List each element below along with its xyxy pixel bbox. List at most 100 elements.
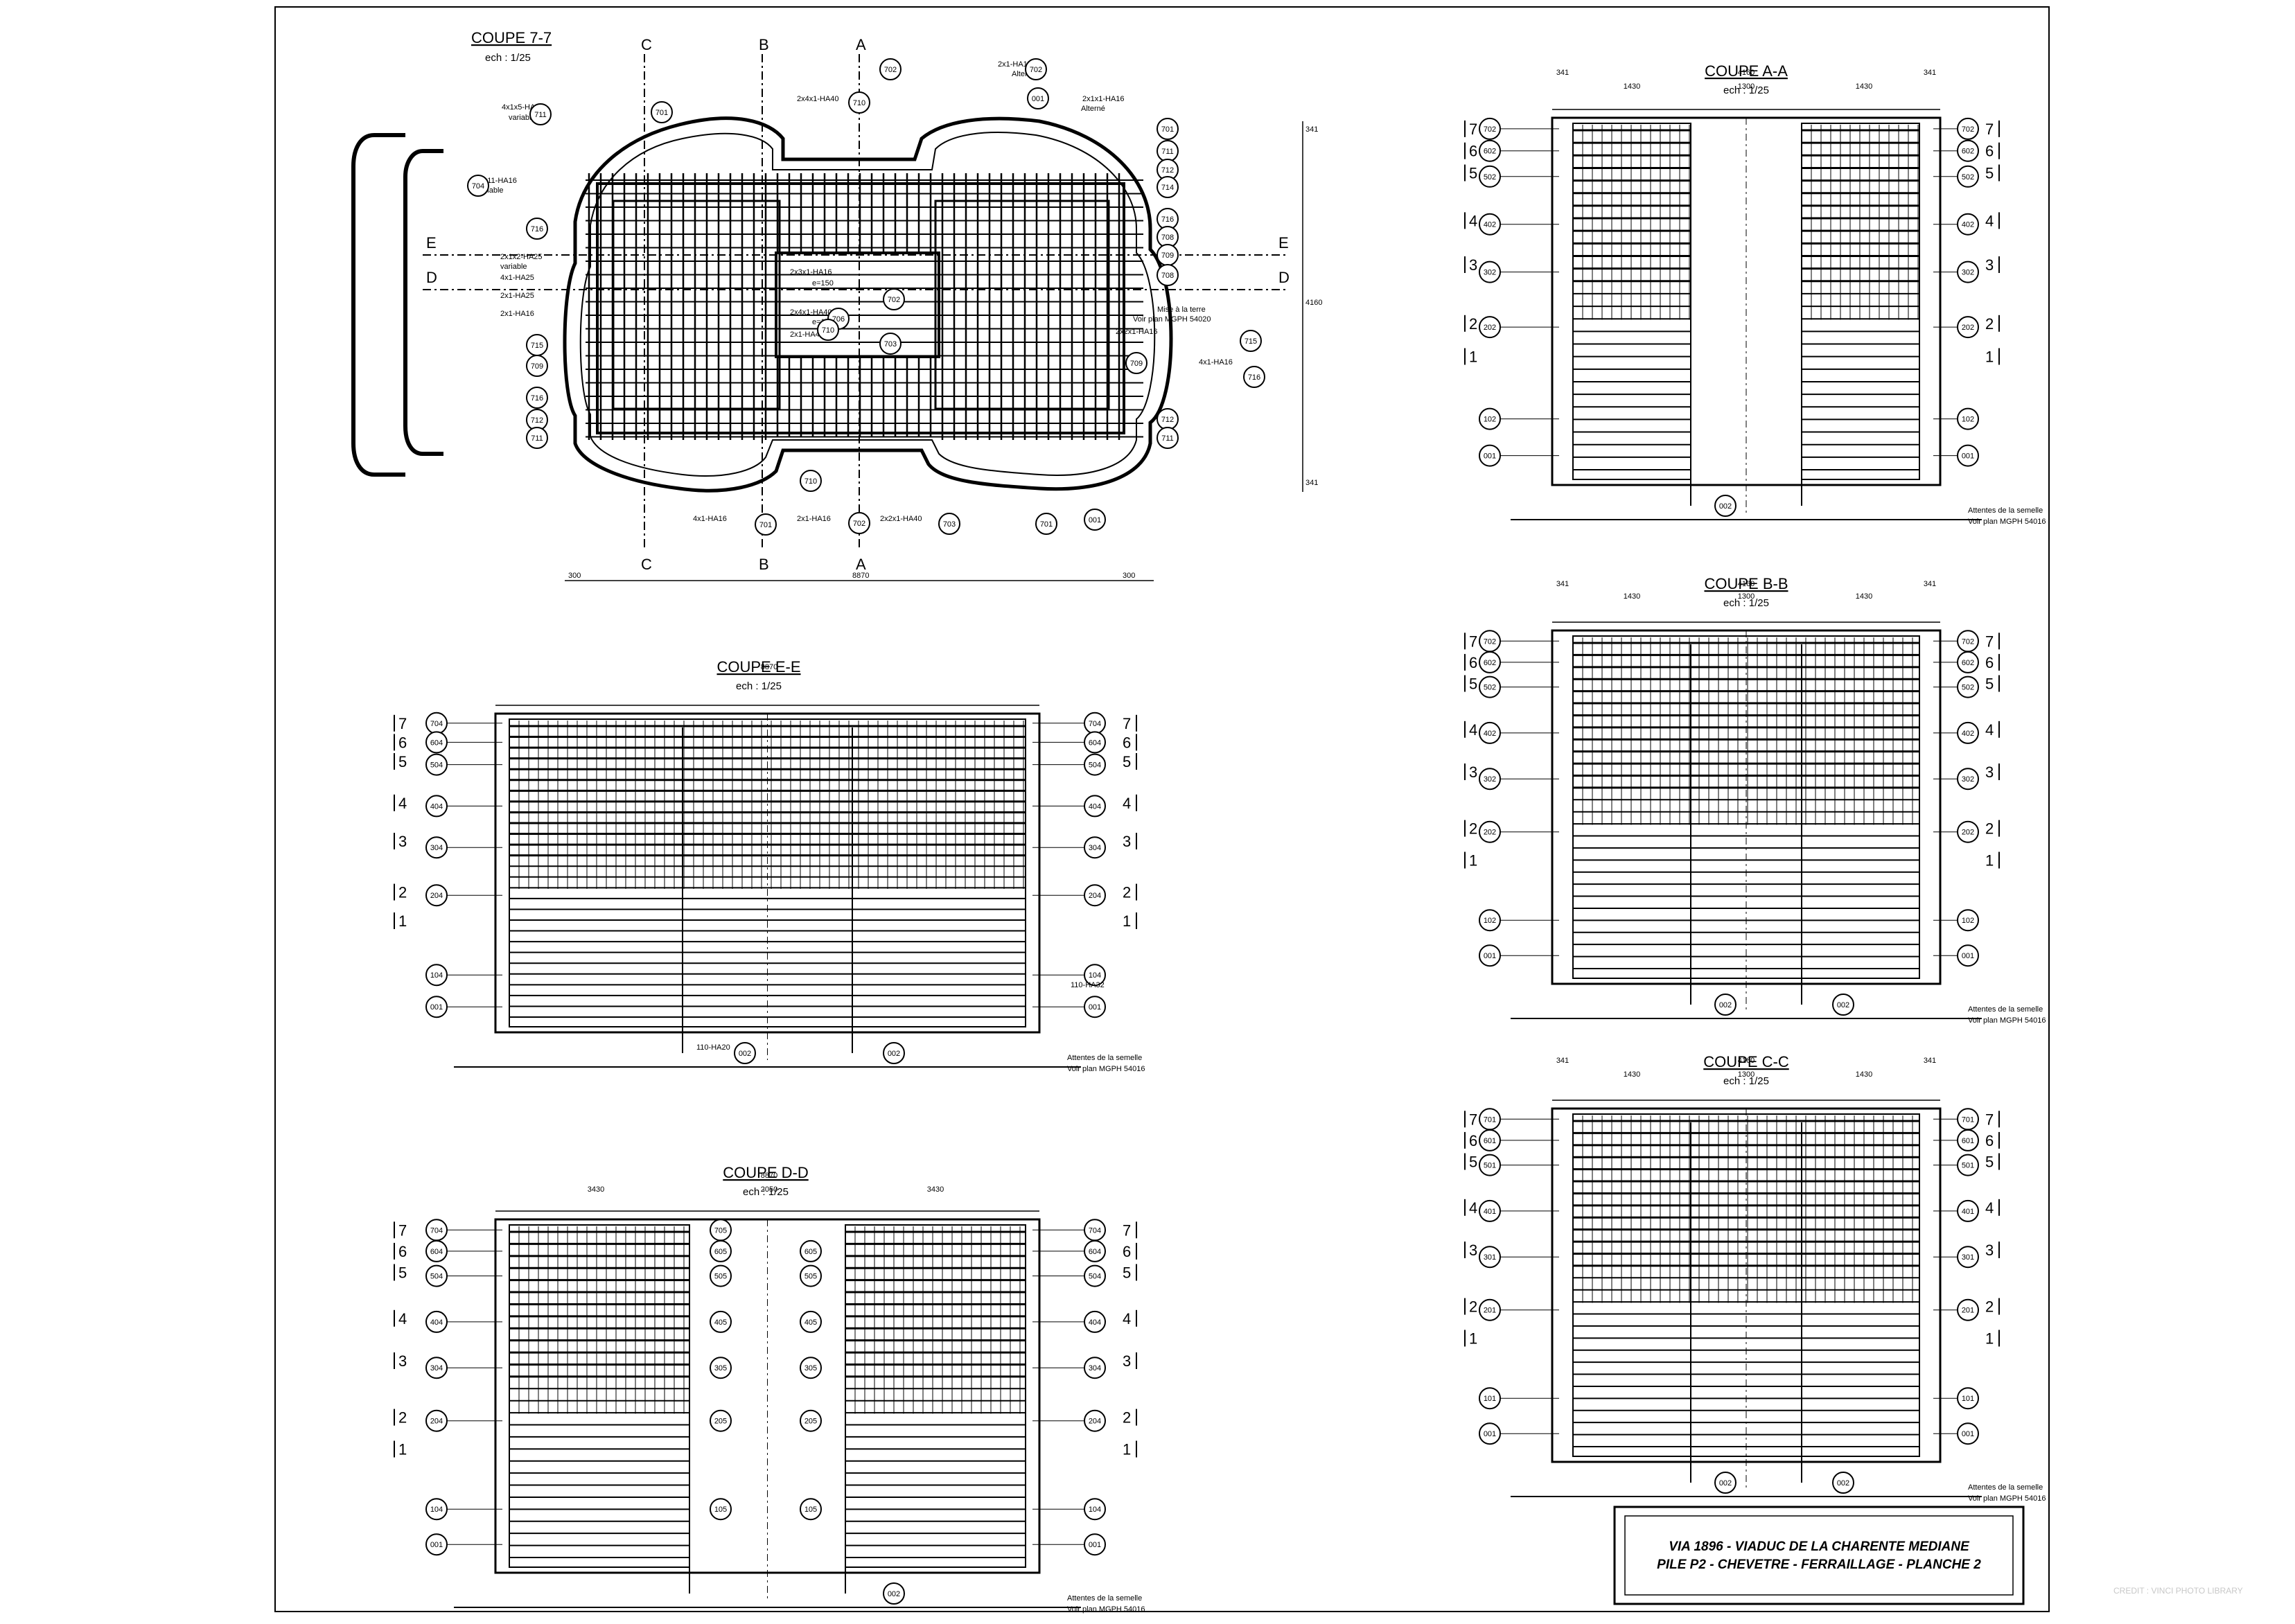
level-number: 2 [398,1409,407,1427]
level-number: 6 [1469,143,1477,160]
section-bubble-right-text: 302 [1962,775,1974,784]
section-note: Voir plan MGPH 54016 [1968,1494,2046,1503]
plan-bubble-text: 001 [1032,95,1044,103]
section-title: COUPE E-E [716,658,800,676]
section-dim: 1430 [1856,592,1872,601]
section-bubble-right-text: 604 [1089,1248,1101,1256]
section-bubble-right-text: 001 [1962,1430,1974,1438]
section-bubble-left-text: 502 [1484,173,1496,182]
section-bubble-right-text: 202 [1962,324,1974,332]
section-bubble-left-text: 302 [1484,775,1496,784]
plan-bubble-text: 716 [1248,373,1260,382]
section-bubble-right-text: 302 [1962,269,1974,277]
plan-dim-v-top: 341 [1305,125,1318,134]
plan-bubble-circle [526,355,548,377]
plan-label: 4x1-HA25 [500,274,534,282]
section-scale: ech : 1/25 [1723,1075,1769,1087]
section-bubble-right-text: 704 [1089,1226,1101,1235]
level-number: 4 [1469,212,1477,229]
section-dim: 1430 [1856,82,1872,91]
section-note: Voir plan MGPH 54016 [1067,1065,1145,1073]
section-bubble-mid-text: 505 [714,1273,727,1281]
plan-bubble-circle [883,288,905,310]
plan-bubble-text: 711 [1161,434,1174,443]
section-bubble-mid-circle [800,1409,822,1432]
level-number: 2 [1985,1298,1994,1316]
section-bubble-left-text: 704 [430,1226,443,1235]
section-bubble-right-text: 104 [1089,971,1101,980]
plan-bubble-circle [800,470,822,492]
level-number: 7 [1123,715,1131,732]
section-bubble-right-text: 701 [1962,1115,1974,1124]
plan-dim-right: 300 [1123,572,1135,580]
plan-bubble-circle [529,103,552,125]
section-bottom-bubble-circle [883,1042,905,1064]
plan-dim-total: 8870 [852,572,869,580]
section-bubble-right-text: 301 [1962,1253,1974,1262]
plan-label: e=150 [812,279,834,288]
section-bubble-mid-circle [710,1264,732,1287]
plan-label: 2x1-HA16 [797,515,831,523]
section-bottom-bubble-text: 002 [888,1590,900,1598]
level-number: 4 [1985,721,1994,739]
section-bottom-bubble-circle [734,1042,756,1064]
photo-credit: CREDIT : VINCI PHOTO LIBRARY [2113,1586,2243,1596]
level-number: 3 [1985,256,1994,274]
section-bubble-mid-text: 705 [714,1226,727,1235]
section-bubble-right-text: 402 [1962,730,1974,738]
plan-bubble-text: 709 [1130,360,1143,368]
section-mark-c-top: C [641,36,652,53]
level-number: 4 [1469,721,1477,739]
plan-section-markers: C B A C B A E D E D [423,36,1290,573]
sheet-border [274,6,2050,1612]
plan-bubble-circle [526,427,548,449]
section-mark-b-top: B [759,36,769,53]
section-dim: 1430 [1624,592,1640,601]
section-bubble-mid-text: 505 [804,1273,817,1281]
plan-label: 2x1-HA16 [500,310,534,318]
plan-stirrup-frame [596,182,1125,434]
plan-central-void [775,251,940,358]
plan-bubble-circle [1027,87,1049,109]
section-bubble-mid-circle [800,1264,822,1287]
section-bottom-bubble-circle [1714,994,1736,1016]
section-dim: 8870 [761,1172,777,1180]
section-bubble-left-text: 504 [430,761,443,770]
section-bubble-left-text: 204 [430,1418,443,1426]
plan-bubble-circle [1157,118,1179,140]
section-bubble-left-text: 601 [1484,1137,1496,1145]
plan-bubble-text: 712 [1161,416,1174,424]
section-bubble-right-text: 102 [1962,416,1974,424]
plan-label: variable [509,114,536,122]
plan-label: 2x3x1-HA16 [790,268,832,276]
plan-bent-bar-1 [351,133,405,477]
section-bubble-left-text: 001 [1484,952,1496,960]
section-bubble-left-text: 102 [1484,416,1496,424]
section-bubble-left-text: 402 [1484,730,1496,738]
section-bubble-left-text: 701 [1484,1115,1496,1124]
section-bubble-mid-circle [800,1357,822,1379]
section-cage [845,1224,1026,1568]
level-number: 3 [1985,764,1994,781]
section-mark-c-bottom: C [641,556,652,573]
section-bottom-bubble-text: 002 [1837,1001,1849,1009]
section-bottom-bubble-text: 002 [1719,502,1732,511]
plan-dim-left: 300 [568,572,581,580]
section-dim: 1430 [1624,82,1640,91]
section-dim: 341 [1924,69,1936,77]
section-dim: 341 [1556,580,1569,588]
section-bubble-left-text: 301 [1484,1253,1496,1262]
plan-bubble-circle [651,101,673,123]
plan-bubble-text: 715 [1245,337,1257,346]
plan-bubble-circle [879,333,902,355]
plan-bubble-text: 701 [1040,520,1053,529]
section-bubble-left-text: 001 [1484,1430,1496,1438]
section-label: 110-HA32 [1071,981,1105,989]
plan-bubble-text: 708 [1161,233,1174,242]
section-bubble-right-text: 304 [1089,1364,1101,1373]
level-number: 5 [1123,1264,1131,1282]
plan-bubble-text: 703 [884,340,897,348]
plan-bubble-circle [1243,366,1265,388]
